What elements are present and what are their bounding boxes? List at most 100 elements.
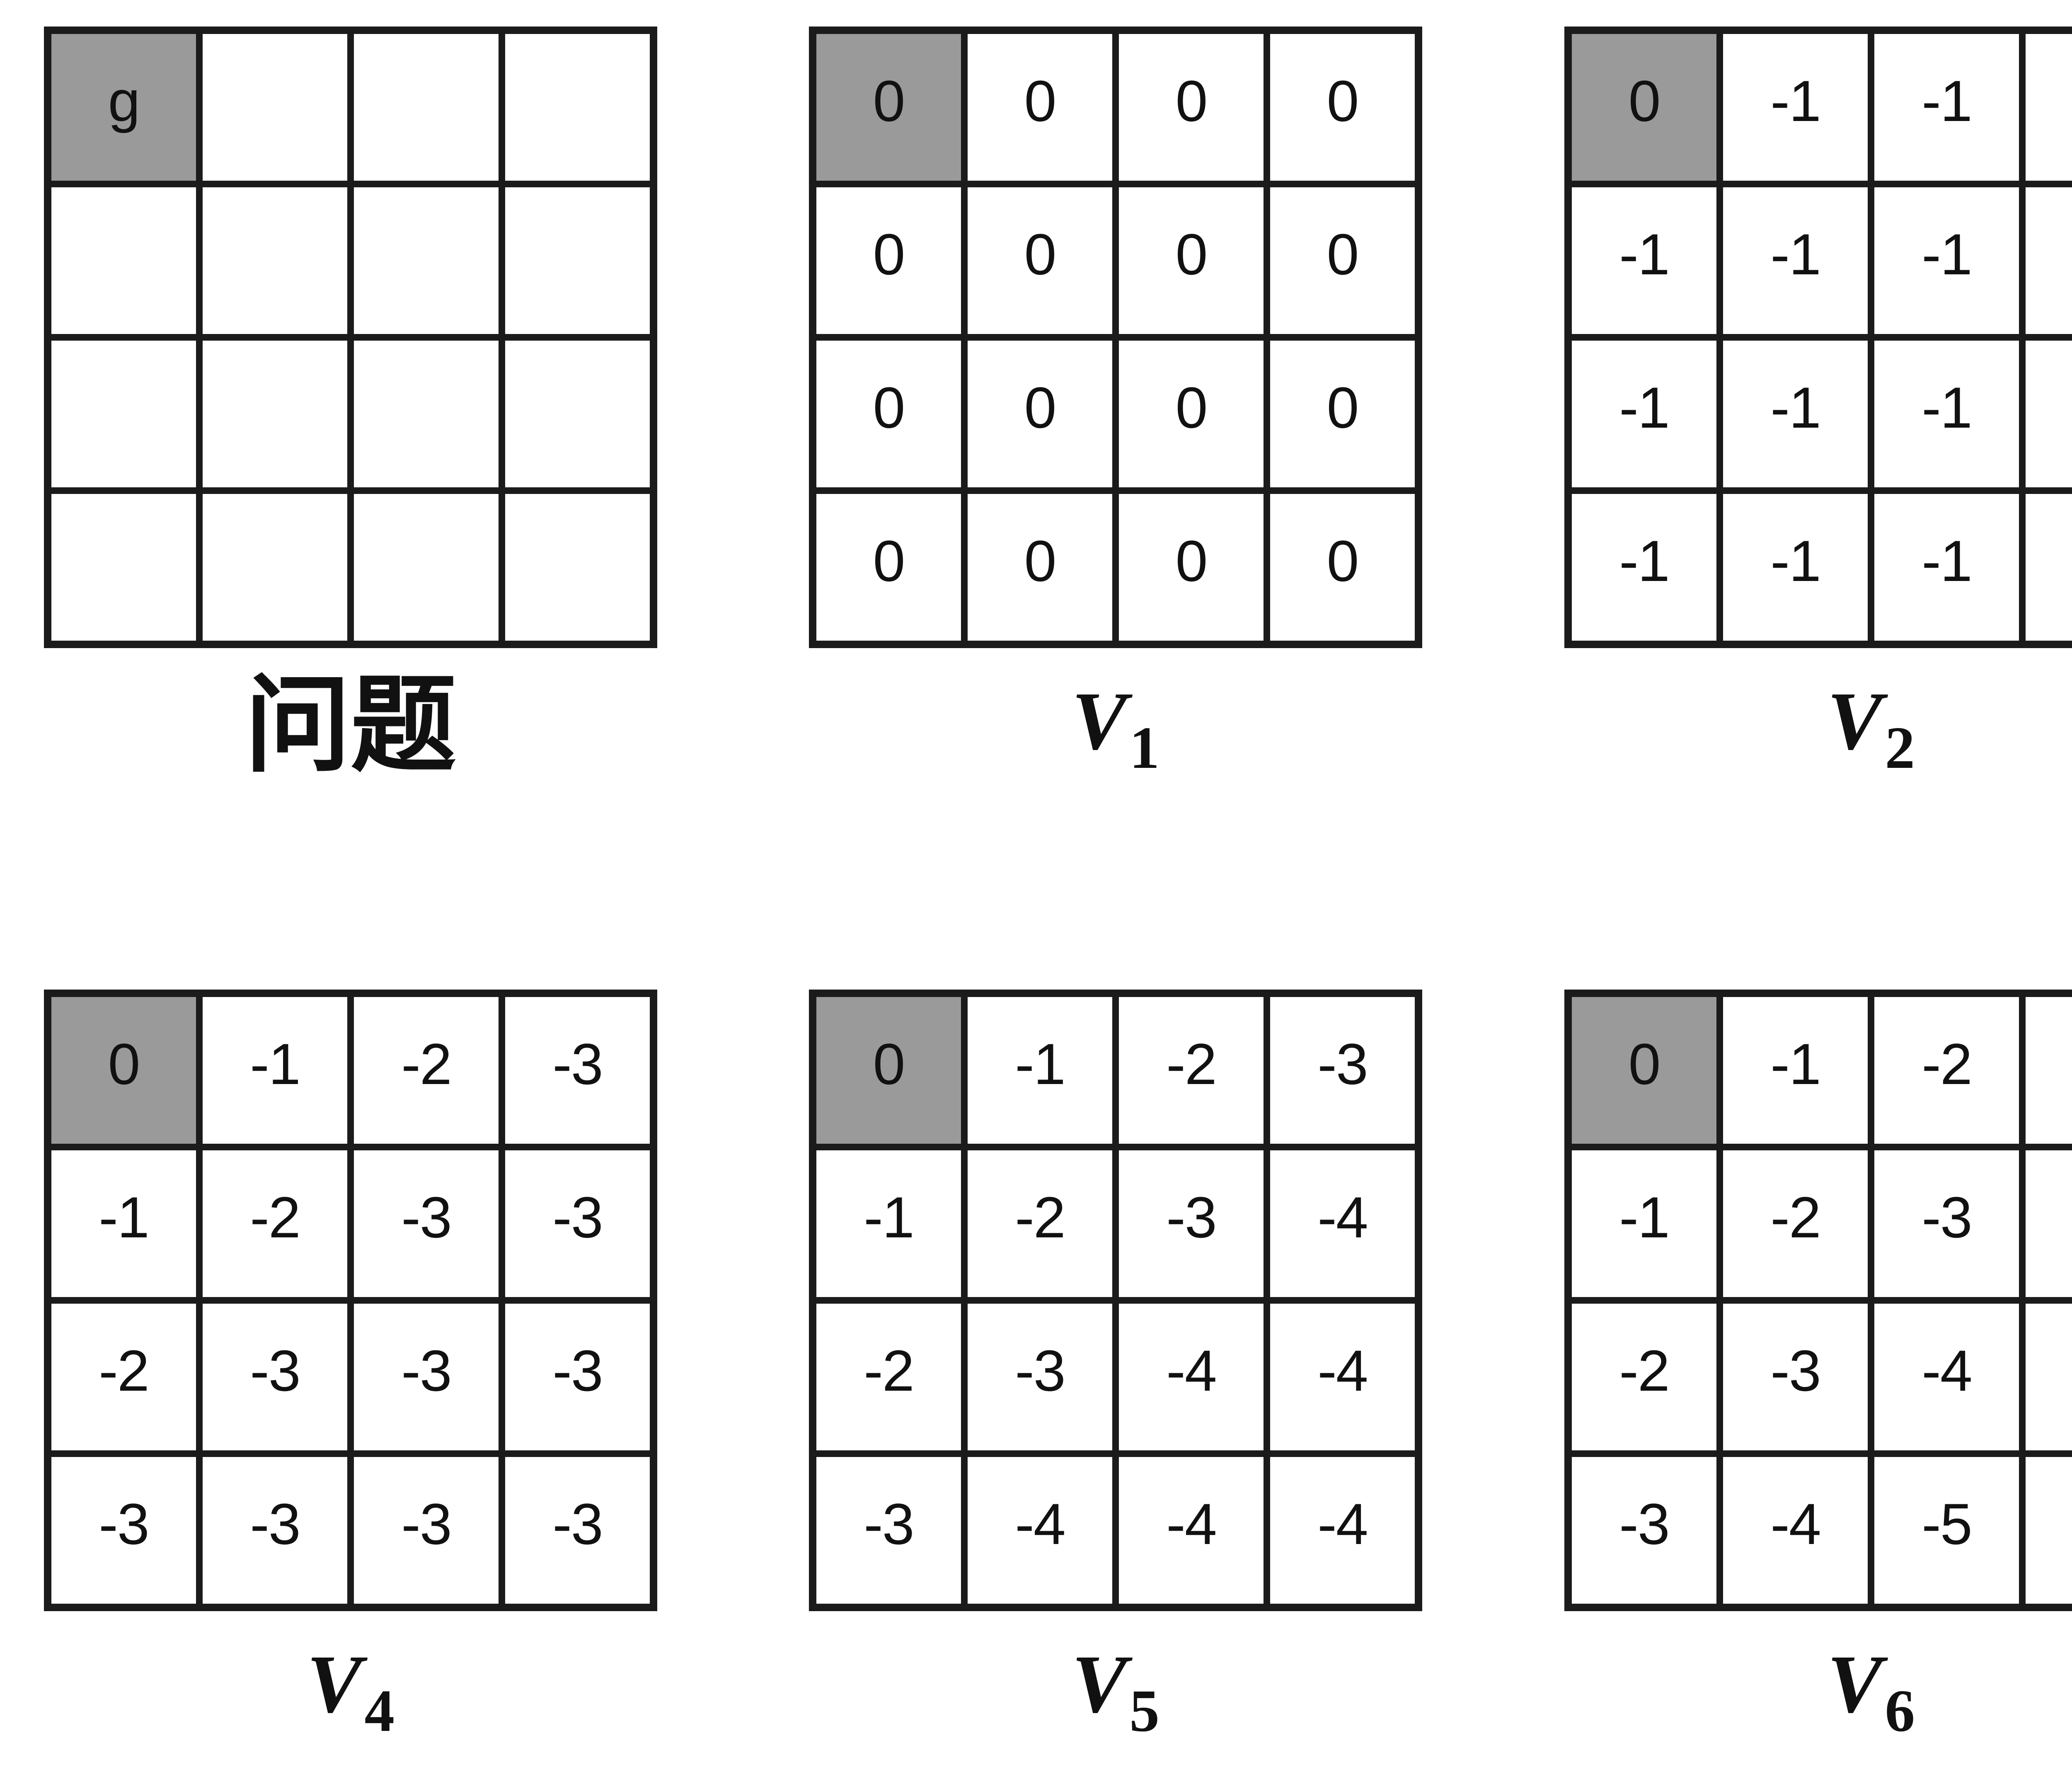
grid-cell: 0	[813, 491, 964, 644]
grid-cell: -3	[2022, 994, 2072, 1147]
grid-cell: 0	[1116, 31, 1267, 184]
panel-label-v5: V5	[809, 1637, 1422, 1746]
grid-cell: -4	[2022, 1147, 2072, 1300]
grid-cell: -1	[1720, 184, 1871, 337]
label-text: V	[1072, 675, 1127, 767]
grid-cell: -1	[2022, 491, 2072, 644]
grid-cell: -2	[48, 1300, 199, 1454]
grid-cell: -4	[1871, 1300, 2022, 1454]
grid-cell: -3	[351, 1454, 502, 1607]
grid-cell: 0	[813, 337, 964, 491]
label-subscript: 4	[364, 1678, 395, 1745]
grid-cell	[502, 31, 653, 184]
panel-v4: 0-1-2-3-1-2-3-3-2-3-3-3-3-3-3-3 V4	[44, 990, 657, 1746]
grid-cell: -3	[813, 1454, 964, 1607]
grid-cell	[351, 31, 502, 184]
goal-cell: 0	[1569, 31, 1720, 184]
grid-cell	[48, 337, 199, 491]
grid-cell: 0	[813, 184, 964, 337]
label-subscript: 5	[1129, 1678, 1159, 1745]
grid-cell: -1	[1871, 337, 2022, 491]
grid-cell: -1	[964, 994, 1116, 1147]
grid-cell: -4	[1267, 1300, 1418, 1454]
label-text: V	[307, 1638, 362, 1730]
grid-cell: -5	[2022, 1300, 2072, 1454]
grid-cell: 0	[1116, 337, 1267, 491]
label-text: V	[1827, 1638, 1883, 1730]
grid-cell: -3	[502, 1454, 653, 1607]
goal-cell: 0	[48, 994, 199, 1147]
grid-cell: -2	[1116, 994, 1267, 1147]
grid-cell: 0	[964, 491, 1116, 644]
grid-cell: -3	[1871, 1147, 2022, 1300]
grid-cell: -1	[1569, 1147, 1720, 1300]
grid-cell: -4	[1267, 1147, 1418, 1300]
grid-cell: -4	[1720, 1454, 1871, 1607]
grid-cell: -3	[1569, 1454, 1720, 1607]
grid-cell: -1	[1720, 491, 1871, 644]
grid-cell: -4	[1267, 1454, 1418, 1607]
grid-cell: -1	[813, 1147, 964, 1300]
grid-cell: -1	[1569, 184, 1720, 337]
grid-cell: -4	[1116, 1454, 1267, 1607]
goal-cell: g	[48, 31, 199, 184]
grid-cell: -2	[813, 1300, 964, 1454]
grid-cell: -5	[1871, 1454, 2022, 1607]
grid-cell: -1	[199, 994, 351, 1147]
grid-cell	[502, 337, 653, 491]
grid-cell: -1	[2022, 184, 2072, 337]
grid-cell	[199, 337, 351, 491]
grid-cell	[351, 491, 502, 644]
value-grid-v5: 0-1-2-3-1-2-3-4-2-3-4-4-3-4-4-4	[809, 990, 1422, 1611]
grid-cell: -2	[1720, 1147, 1871, 1300]
panel-label-v6: V6	[1564, 1637, 2072, 1746]
grid-cell: 0	[1116, 491, 1267, 644]
grid-cell: 0	[1267, 337, 1418, 491]
grid-cell	[199, 31, 351, 184]
grid-cell: -2	[1569, 1300, 1720, 1454]
grid-cell: -3	[502, 1147, 653, 1300]
grid-cell: -1	[1871, 184, 2022, 337]
panel-label-v2: V2	[1564, 674, 2072, 783]
grid-cell: -1	[1871, 491, 2022, 644]
grid-cell	[199, 184, 351, 337]
grid-cell: -1	[1720, 994, 1871, 1147]
grid-cell: 0	[964, 337, 1116, 491]
grid-cell: -3	[502, 994, 653, 1147]
grid-cell: -3	[199, 1300, 351, 1454]
grid-cell: -1	[1871, 31, 2022, 184]
grid-cell: -3	[502, 1300, 653, 1454]
panel-v6: 0-1-2-3-1-2-3-4-2-3-4-5-3-4-5-5 V6	[1564, 990, 2072, 1746]
grid-cell: -1	[2022, 31, 2072, 184]
grid-cell: 0	[964, 184, 1116, 337]
panel-v2: 0-1-1-1-1-1-1-1-1-1-1-1-1-1-1-1 V2	[1564, 27, 2072, 783]
panel-v5: 0-1-2-3-1-2-3-4-2-3-4-4-3-4-4-4 V5	[809, 990, 1422, 1746]
grid-cell: -4	[964, 1454, 1116, 1607]
grid-cell: -2	[351, 994, 502, 1147]
grid-cell: 0	[1267, 184, 1418, 337]
grid-cell	[48, 184, 199, 337]
grid-cell: -2	[1871, 994, 2022, 1147]
grid-cell: -3	[1267, 994, 1418, 1147]
grid-cell: -3	[1116, 1147, 1267, 1300]
grid-cell: -1	[1720, 31, 1871, 184]
grid-cell: -1	[1569, 337, 1720, 491]
grid-cell: 0	[1116, 184, 1267, 337]
panel-label-v1: V1	[809, 674, 1422, 783]
grid-cell: -1	[2022, 337, 2072, 491]
goal-cell: 0	[1569, 994, 1720, 1147]
grid-cell	[502, 491, 653, 644]
panel-label-problem: 问题	[44, 674, 657, 779]
label-subscript: 6	[1885, 1678, 1915, 1745]
label-text: V	[1072, 1638, 1127, 1730]
grid-cell: 0	[1267, 31, 1418, 184]
grid-cell: -3	[351, 1300, 502, 1454]
grid-cell: -1	[1569, 491, 1720, 644]
grid-cell: -1	[1720, 337, 1871, 491]
panel-label-v4: V4	[44, 1637, 657, 1746]
grid-cell: -2	[199, 1147, 351, 1300]
grid-cell: -5	[2022, 1454, 2072, 1607]
